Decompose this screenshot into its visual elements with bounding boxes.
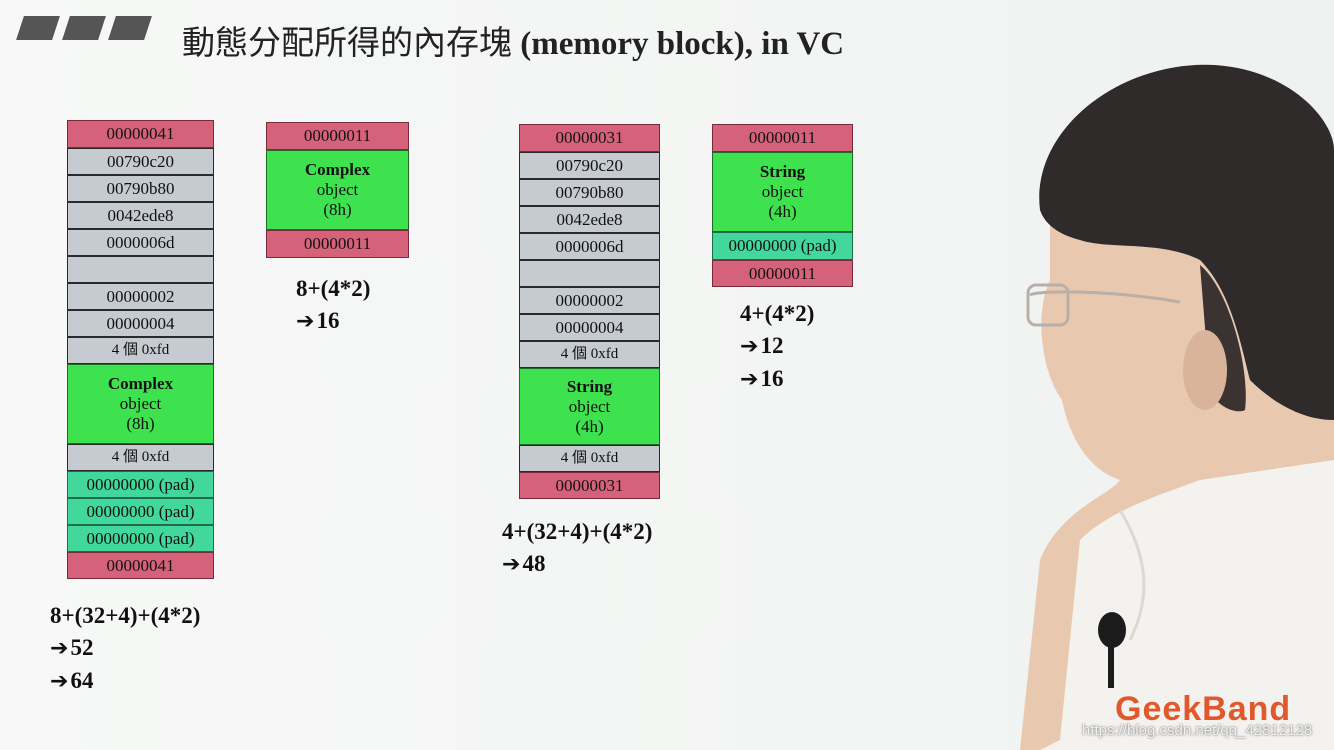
calc-text: 52: [70, 635, 94, 660]
debug-header-cell: 4 個 0xfd: [519, 341, 660, 368]
calc-formula: 8+(4*2): [296, 273, 370, 305]
debug-header-cell: 00000004: [519, 314, 660, 341]
cookie-cell: 00000031: [519, 124, 660, 152]
object-size: (4h): [768, 202, 797, 221]
calc-result: ➔48: [502, 548, 652, 581]
csdn-watermark: https://blog.csdn.net/qq_42812128: [1082, 722, 1313, 739]
cookie-cell: 00000041: [67, 120, 214, 148]
arrow-right-icon: ➔: [50, 669, 69, 694]
debug-header-cell: 0000006d: [519, 233, 660, 260]
object-label: object: [568, 396, 611, 416]
calc-result: ➔16: [740, 363, 814, 396]
debug-header-cell: 00000004: [67, 310, 214, 337]
size-calculation: 8+(4*2) ➔16: [296, 273, 370, 338]
debug-header-cell: 0000006d: [67, 229, 214, 256]
debug-header-cell: 00790b80: [67, 175, 214, 202]
calc-text: 4+(32+4)+(4*2): [502, 519, 653, 544]
debug-header-cell: 00790c20: [519, 152, 660, 179]
title-cjk: 動態分配所得的內存塊: [182, 26, 512, 62]
object-label: object: [119, 394, 162, 413]
geekband-logo: GeekBand: [1115, 690, 1292, 728]
debug-header-cell: [67, 256, 214, 283]
debug-header-cell: [519, 260, 660, 287]
pad-cell: 00000000 (pad): [67, 525, 214, 552]
cookie-cell: 00000011: [266, 230, 409, 258]
arrow-right-icon: ➔: [502, 552, 521, 577]
size-calculation: 4+(32+4)+(4*2) ➔48: [502, 516, 652, 581]
arrow-right-icon: ➔: [50, 636, 69, 661]
slide-title: 動態分配所得的內存塊 (memory block), in VC: [182, 16, 844, 64]
calc-formula: 8+(32+4)+(4*2): [50, 600, 200, 632]
calc-formula: 4+(32+4)+(4*2): [502, 516, 652, 548]
cookie-cell: 00000011: [266, 122, 409, 150]
calc-text: 12: [760, 333, 784, 358]
calc-text: 16: [760, 366, 784, 391]
object-size: (4h): [575, 416, 604, 436]
debug-header-cell: 4 個 0xfd: [67, 337, 214, 364]
debug-header-cell: 00790b80: [519, 179, 660, 206]
arrow-right-icon: ➔: [740, 334, 759, 359]
calc-result: ➔64: [50, 665, 200, 698]
calc-text: 8+(4*2): [296, 276, 371, 301]
presenter-photo: [1020, 64, 1334, 750]
cookie-cell: 00000011: [712, 124, 853, 152]
object-size: (8h): [126, 414, 155, 433]
calc-formula: 4+(4*2): [740, 298, 814, 330]
object-label: object: [316, 180, 359, 199]
object-label: object: [761, 182, 804, 201]
debug-header-cell: 4 個 0xfd: [67, 444, 214, 471]
title-en: (memory block), in VC: [520, 26, 845, 62]
debug-header-cell: 4 個 0xfd: [519, 445, 660, 472]
debug-header-cell: 0042ede8: [519, 206, 660, 233]
calc-text: 16: [316, 308, 340, 333]
pad-cell: 00000000 (pad): [67, 498, 214, 525]
pad-cell: 00000000 (pad): [67, 471, 214, 498]
pad-cell: 00000000 (pad): [712, 232, 853, 260]
arrow-right-icon: ➔: [296, 309, 315, 334]
calc-text: 48: [522, 551, 546, 576]
size-calculation: 4+(4*2)➔12➔16: [740, 298, 814, 396]
debug-header-cell: 00790c20: [67, 148, 214, 175]
cookie-cell: 00000041: [67, 552, 214, 579]
object-name: String: [759, 162, 806, 181]
calc-result: ➔12: [740, 330, 814, 363]
debug-header-cell: 00000002: [519, 287, 660, 314]
calc-text: 4+(4*2): [740, 301, 815, 326]
cookie-cell: 00000031: [519, 472, 660, 499]
debug-header-cell: 0042ede8: [67, 202, 214, 229]
calc-text: 64: [70, 668, 94, 693]
object-name: Complex: [107, 374, 174, 393]
object-size: (8h): [323, 200, 352, 219]
calc-result: ➔16: [296, 305, 370, 338]
object-name: String: [566, 376, 613, 396]
calc-result: ➔52: [50, 632, 200, 665]
size-calculation: 8+(32+4)+(4*2)➔52➔64: [50, 600, 200, 698]
object-name: Complex: [304, 160, 371, 179]
debug-header-cell: 00000002: [67, 283, 214, 310]
calc-text: 8+(32+4)+(4*2): [50, 603, 201, 628]
cookie-cell: 00000011: [712, 260, 853, 287]
arrow-right-icon: ➔: [740, 367, 759, 392]
